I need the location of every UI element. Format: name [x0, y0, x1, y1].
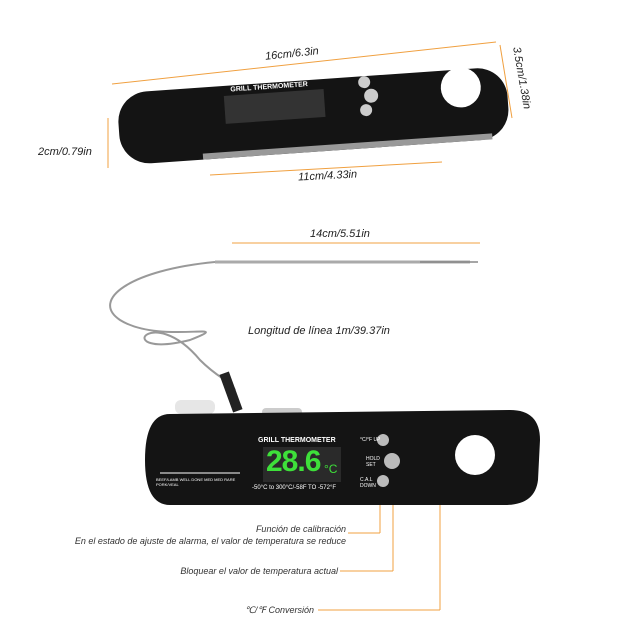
hold-annotation: Bloquear el valor de temperatura actual: [180, 566, 338, 576]
probe: [109, 260, 478, 413]
scale-label: WELL DONE: [179, 477, 203, 482]
device-title: GRILL THERMOMETER: [258, 437, 336, 444]
scale-label: BEEF/LAMB: [156, 477, 179, 482]
conversion-annotation: ℃/℉ Conversión: [244, 605, 314, 615]
temperature-unit: °C: [324, 462, 338, 476]
alarm-annotation: En el estado de ajuste de alarma, el val…: [74, 536, 346, 546]
scale-label: PORK/VEAL: [156, 482, 179, 487]
temperature-reading: 28.6: [266, 445, 321, 478]
thermometer-bottom: [145, 400, 540, 505]
scale-label: MED RARE: [214, 477, 236, 482]
scale-label: MED: [204, 477, 214, 482]
scale-labels: BEEF/LAMB WELL DONE MED MED RARE PORK/VE…: [156, 477, 246, 487]
thermometer-top: GRILL THERMOMETER: [118, 67, 509, 164]
calibration-annotation: Función de calibración: [255, 524, 346, 534]
hold-button-label: HOLD SET: [366, 456, 380, 468]
height-label: 2cm/0.79in: [38, 146, 92, 158]
range-text: -50°C to 300°C/-58F TO -572°F: [252, 485, 337, 491]
cal-button-label: C.A.L DOWN: [360, 477, 376, 489]
cable-length-label: Longitud de línea 1m/39.37in: [248, 325, 390, 337]
probe-length-label: 14cm/5.51in: [310, 228, 370, 240]
up-button-label: °C/°F UP: [360, 437, 381, 443]
